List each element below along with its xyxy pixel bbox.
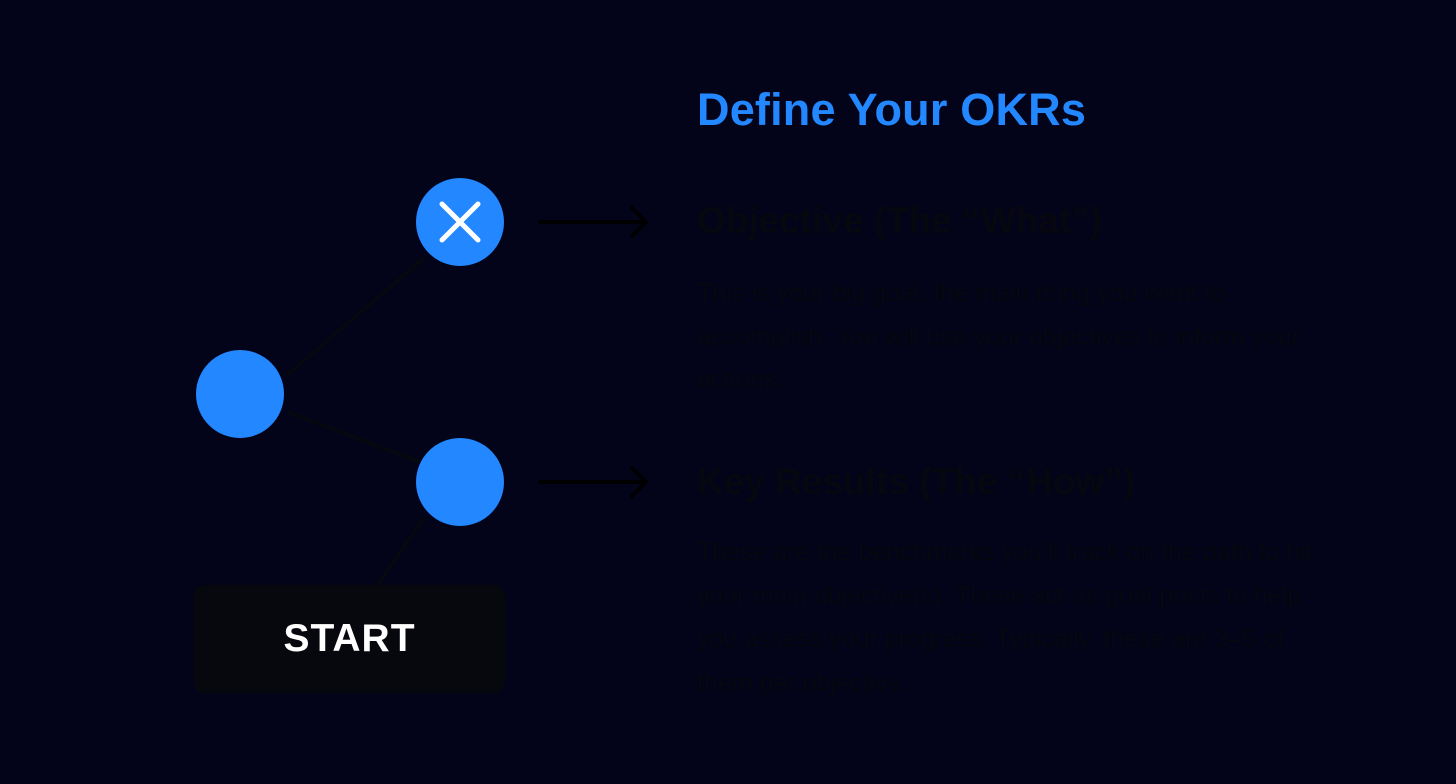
key-results-heading: Key Results (The “How”) xyxy=(697,461,1135,502)
connector-line xyxy=(284,256,426,378)
connector-line xyxy=(376,516,426,586)
close-icon xyxy=(439,201,481,243)
objective-description: This is your big goal, the main thing yo… xyxy=(697,279,1301,394)
connector-line xyxy=(287,410,421,464)
key-results-node[interactable] xyxy=(416,438,504,526)
objective-node[interactable] xyxy=(416,178,504,266)
arrow-right-icon xyxy=(538,466,648,498)
root-node xyxy=(196,350,284,438)
arrow-right-icon xyxy=(538,206,648,238)
objective-heading: Objective (The “What”) xyxy=(697,200,1102,241)
key-results-description: These are the benchmarks you’ll track on… xyxy=(697,538,1313,697)
start-button[interactable]: START xyxy=(194,585,505,693)
page-title: Define Your OKRs xyxy=(697,84,1087,135)
